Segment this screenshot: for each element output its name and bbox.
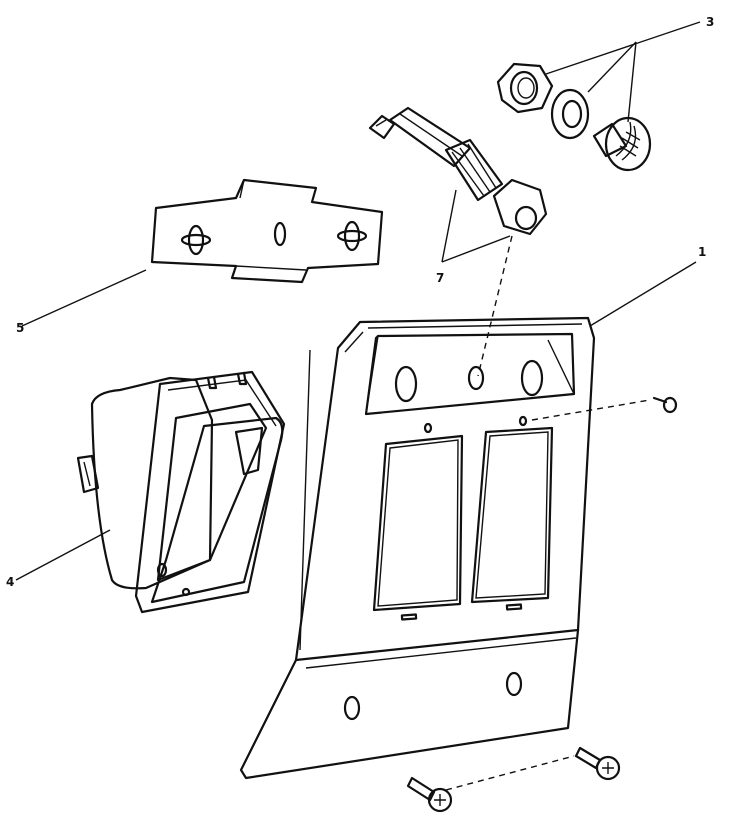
keyhole-slot-right bbox=[336, 220, 368, 252]
callout-label-5: 5 bbox=[16, 321, 24, 335]
assembly-lines bbox=[445, 235, 651, 791]
bracket-plate bbox=[150, 178, 384, 284]
upper-recess bbox=[364, 332, 576, 416]
plate-hole bbox=[520, 359, 544, 397]
flange-hole bbox=[343, 695, 361, 721]
callout-label-7: 7 bbox=[436, 271, 444, 285]
plate-window-left bbox=[372, 434, 464, 612]
knurled-cap bbox=[592, 116, 652, 172]
fuse-holder bbox=[368, 106, 548, 236]
screw-small bbox=[652, 396, 678, 414]
callout-label-4: 4 bbox=[6, 575, 14, 589]
leader-lines bbox=[15, 21, 701, 581]
callout-label-1: 1 bbox=[698, 245, 706, 259]
washer bbox=[550, 88, 590, 140]
screw-lower-right bbox=[574, 746, 621, 781]
plate-window-right bbox=[470, 426, 554, 604]
mounting-plate bbox=[239, 316, 596, 780]
callout-label-3: 3 bbox=[706, 15, 714, 29]
flange-hole bbox=[505, 671, 523, 697]
screw-lower-left bbox=[406, 776, 453, 813]
hex-nut bbox=[496, 62, 554, 114]
plate-hole bbox=[467, 365, 485, 391]
switch-face bbox=[150, 416, 284, 604]
keyhole-slot-left bbox=[180, 224, 212, 256]
fastener-set bbox=[496, 62, 652, 172]
switch-housing bbox=[76, 370, 286, 614]
plate-hole bbox=[394, 365, 418, 403]
